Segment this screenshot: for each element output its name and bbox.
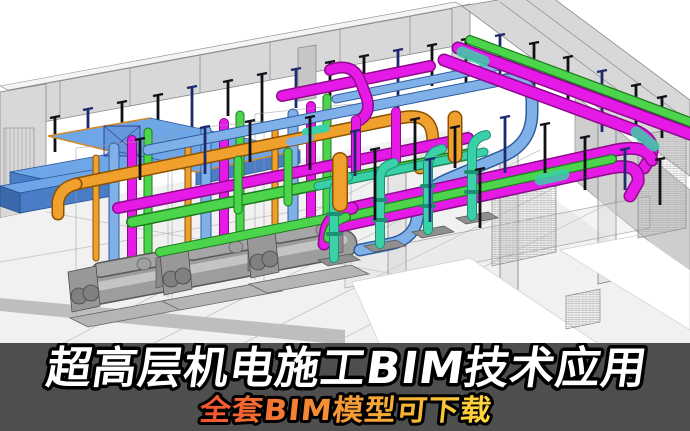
pipe-ring-right (317, 35, 690, 251)
banner-title: 超高层机电施工BIM技术应用 (43, 343, 650, 394)
caption-text: 超高层机电施工BIM技术应用 全套BIM模型可下载 (40, 343, 654, 430)
banner-subtitle: 全套BIM模型可下载 (197, 393, 494, 427)
caption-banner: 超高层机电施工BIM技术应用 全套BIM模型可下载 (0, 343, 690, 431)
hanger-rods-front (134, 114, 666, 228)
bim-3d-model-view (0, 0, 690, 345)
